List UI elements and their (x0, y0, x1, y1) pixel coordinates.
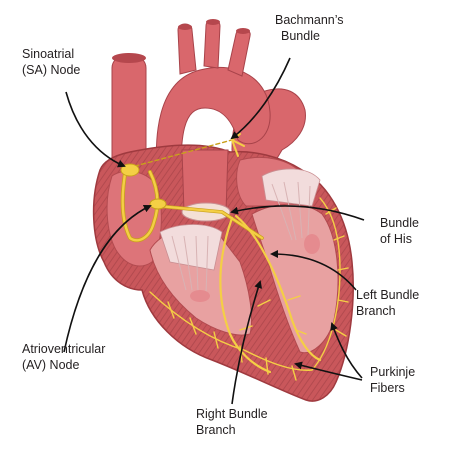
label-av-node: Atrioventricular (AV) Node (22, 342, 109, 372)
bachmanns-bundle-path (127, 139, 233, 169)
arrow-left-branch (270, 250, 357, 291)
arrow-purkinje-2 (294, 361, 363, 381)
label-sa-node: Sinoatrial (SA) Node (22, 47, 80, 77)
label-bachmanns-bundle: Bachmann’s Bundle (275, 13, 347, 43)
arrow-sa-node (65, 91, 126, 168)
superior-vena-cava (111, 53, 147, 177)
arrow-his (230, 205, 365, 221)
arrow-right-branch (231, 280, 263, 405)
arrow-bachmanns (230, 57, 291, 140)
av-node-mark (149, 198, 167, 210)
label-purkinje-fibers: Purkinje Fibers (370, 365, 419, 395)
arrow-av-node (63, 204, 152, 353)
mitral-valve (261, 168, 321, 254)
aorta (155, 19, 271, 201)
leader-arrows (63, 57, 365, 405)
conduction-system (120, 133, 349, 381)
label-left-bundle-branch: Left Bundle Branch (356, 288, 423, 318)
right-bundle-branch-path (219, 216, 272, 374)
label-bundle-of-his: Bundle of His (380, 216, 422, 246)
right-atrium (106, 170, 162, 267)
tricuspid-valve (159, 224, 223, 302)
label-right-bundle-branch: Right Bundle Branch (196, 407, 271, 437)
arrow-purkinje-1 (330, 322, 363, 379)
left-bundle-branch-path (234, 214, 322, 362)
